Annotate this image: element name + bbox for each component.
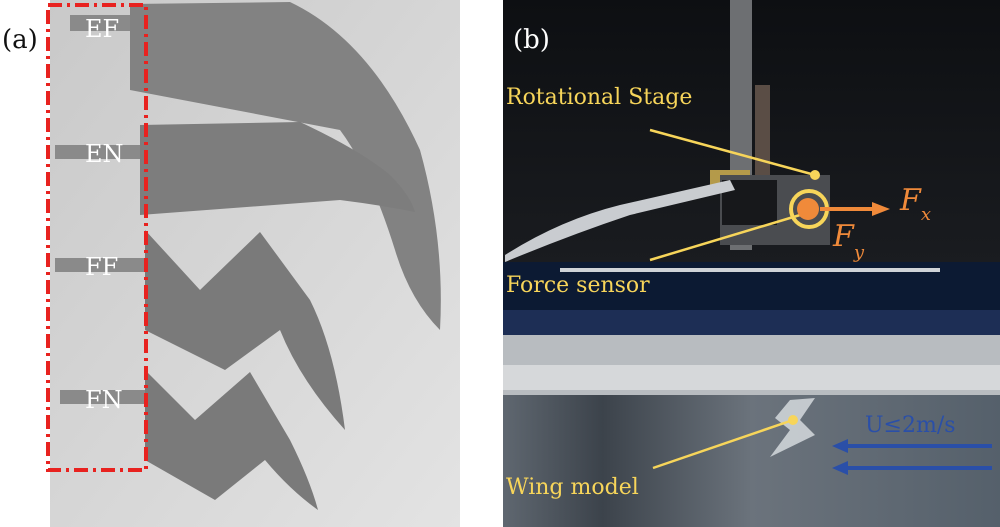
force-sensor-dot — [797, 198, 819, 220]
wing-ff-shape — [145, 230, 345, 430]
flow-arrows — [832, 439, 992, 475]
wing-label-en: EN — [85, 140, 124, 168]
wing-model-shape — [770, 398, 815, 457]
wing-label-fn: FN — [85, 386, 123, 414]
panel-b-label: (b) — [513, 25, 550, 55]
wing-label-ef: EF — [85, 15, 119, 43]
force-sensor-label: Force sensor — [506, 273, 650, 298]
flow-speed-label: U≤2m/s — [865, 413, 956, 438]
wing-ef-shape — [130, 2, 441, 330]
highlight-box — [46, 3, 148, 472]
wing-en-shape — [140, 122, 415, 215]
annotation-lines — [649, 128, 992, 475]
wing-model-label: Wing model — [506, 475, 639, 500]
panel-a-photo — [46, 0, 460, 527]
panel-a-label: (a) — [2, 25, 38, 55]
fx-arrowhead — [872, 202, 890, 216]
wing-label-ff: FF — [85, 253, 118, 281]
wing-fn-shape — [145, 370, 318, 510]
fx-label: Fx — [899, 183, 931, 225]
rotational-stage-label: Rotational Stage — [506, 85, 692, 110]
fy-label: Fy — [832, 219, 865, 263]
